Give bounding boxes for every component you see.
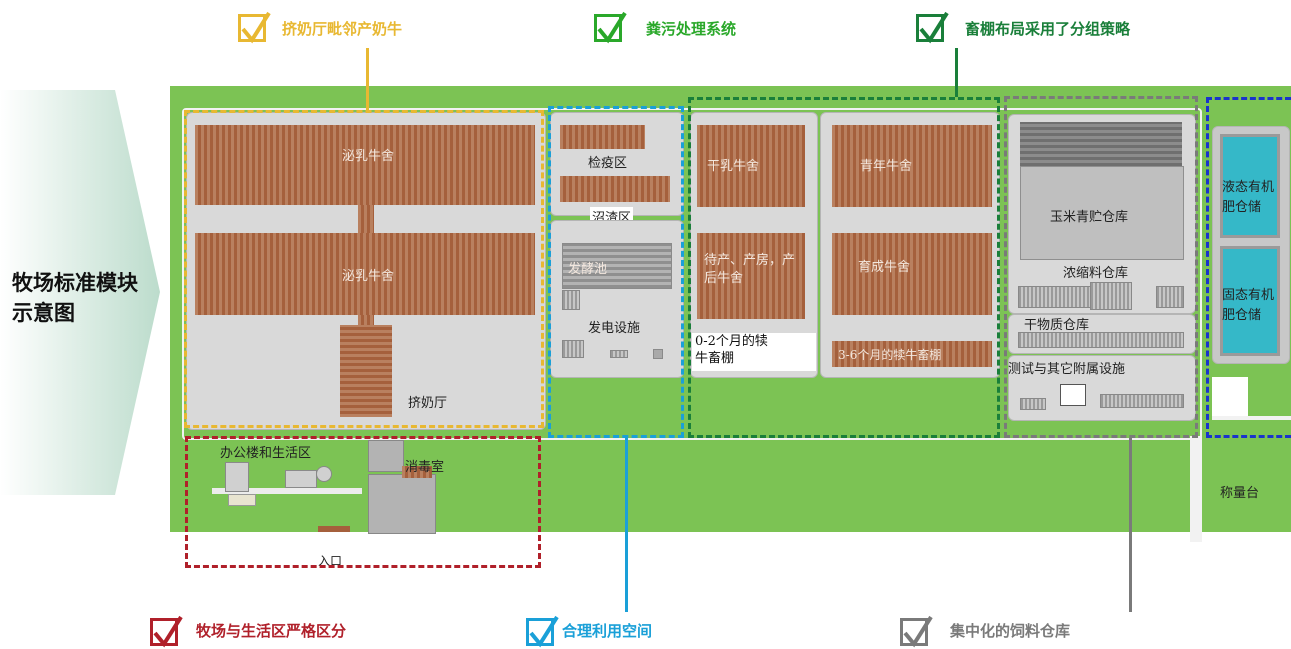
office-road-1 (212, 488, 362, 494)
zone-fertilizer-navy (1206, 97, 1291, 438)
liquid-fertilizer-label: 液态有机肥仓储 (1222, 180, 1275, 215)
callout-space-use: 合理利用空间 (562, 622, 653, 640)
concentrate-unit-3 (1156, 286, 1184, 308)
entrance-label: 入口 (318, 554, 343, 568)
zone-milking-yellow (184, 110, 544, 428)
lactating-barn-2-label: 泌乳牛舍 (342, 269, 395, 284)
corn-silage-label: 玉米青贮仓库 (1050, 210, 1129, 225)
zone-manure-blue (548, 106, 684, 438)
quarantine-building-1 (560, 125, 645, 149)
liquid-fertilizer-pool (1220, 134, 1280, 238)
callout-milking-adjacent: 挤奶厅毗邻产奶牛 (282, 20, 403, 38)
office-zone-bg (185, 440, 363, 532)
testing-unit-1 (1020, 398, 1046, 410)
calf-3-6-barn (832, 341, 992, 367)
corn-silage-roof-dark (1020, 122, 1182, 166)
fermentation-tank-label: 发酵池 (568, 262, 608, 277)
office-court (228, 494, 256, 506)
callout-checkbox-grey (900, 615, 933, 648)
lactating-barn-1 (195, 125, 535, 205)
calf-0-2-barn (692, 333, 816, 371)
leader-grey (1129, 438, 1132, 612)
calf-3-6-label: 3-6个月的犊牛畜棚 (838, 348, 942, 362)
zone-living-red (185, 436, 541, 568)
milking-parlor-building (340, 325, 392, 417)
disinfection-yard (368, 440, 404, 472)
youth-barn (832, 125, 992, 207)
heifer-barn (832, 233, 992, 315)
zone-grouping-green (688, 97, 1000, 438)
office-building-2 (285, 470, 317, 488)
lactating-barn-1-label: 泌乳牛舍 (342, 149, 395, 164)
weighbridge-road (1190, 436, 1202, 542)
office-label: 办公楼和生活区 (220, 446, 312, 461)
prepartum-barn (697, 233, 805, 319)
milking-parlor-label: 挤奶厅 (408, 396, 448, 411)
side-title: 牧场标准模块示意图 (12, 270, 138, 325)
callout-feed-storage: 集中化的饲料仓库 (950, 622, 1071, 640)
office-building-1 (225, 462, 249, 492)
office-gate (318, 526, 350, 532)
weighbridge-label: 称量台 (1220, 486, 1260, 501)
testing-unit-3 (1100, 394, 1184, 408)
dry-matter-building (1018, 332, 1184, 348)
solid-fertilizer-pool (1220, 246, 1280, 356)
callout-grouping-strategy: 畜棚布局采用了分组策略 (965, 20, 1131, 38)
leader-yellow (366, 48, 369, 110)
leader-green (955, 48, 958, 97)
testing-unit-2 (1060, 384, 1086, 406)
callout-checkbox-green-light (594, 11, 627, 44)
power-unit-3 (653, 349, 663, 359)
callout-checkbox-red (150, 615, 183, 648)
quarantine-label: 检疫区 (588, 156, 628, 171)
leader-blue (625, 438, 628, 612)
fermentation-side-unit (562, 290, 580, 310)
dry-cow-barn-label: 干乳牛舍 (707, 159, 760, 174)
corn-silage-building (1020, 166, 1184, 260)
connector-1 (358, 205, 374, 233)
testing-label: 测试与其它附属设施 (1008, 362, 1126, 377)
heifer-barn-label: 育成牛舍 (858, 260, 911, 275)
side-arrow-shape (0, 90, 160, 495)
dry-cow-barn (697, 125, 805, 207)
disinfection-label: 消毒室 (405, 460, 445, 475)
east-road (1212, 416, 1291, 420)
zone-feed-grey (1004, 96, 1198, 438)
main-site-outline (182, 108, 1202, 440)
connector-2 (358, 315, 374, 327)
disinfection-building (402, 466, 432, 478)
solid-fertilizer-label: 固态有机肥仓储 (1222, 288, 1275, 323)
disinfection-area (368, 474, 436, 534)
prepartum-barn-label: 待产、产房，产后牛舍 (704, 253, 796, 286)
white-lot (1212, 377, 1248, 417)
callout-checkbox-yellow (238, 11, 271, 44)
concentrate-unit-2 (1090, 282, 1132, 310)
callout-checkbox-green-dark (916, 11, 949, 44)
callout-manure-system: 粪污处理系统 (646, 20, 737, 38)
callout-checkbox-blue (526, 615, 559, 648)
lactating-barn-2 (195, 233, 535, 315)
power-unit-2 (610, 350, 628, 358)
power-unit-1 (562, 340, 584, 358)
fermentation-tank-building (562, 243, 672, 289)
dry-matter-label: 干物质仓库 (1024, 318, 1090, 333)
calf-0-2-label: 0-2个月的犊牛畜棚 (695, 334, 768, 366)
power-facility-label: 发电设施 (588, 321, 641, 336)
concentrate-label: 浓缩料仓库 (1063, 266, 1129, 281)
youth-barn-label: 青年牛舍 (860, 159, 913, 174)
office-round (316, 466, 332, 482)
quarantine-building-2 (560, 176, 670, 202)
callout-separation: 牧场与生活区严格区分 (196, 622, 347, 640)
